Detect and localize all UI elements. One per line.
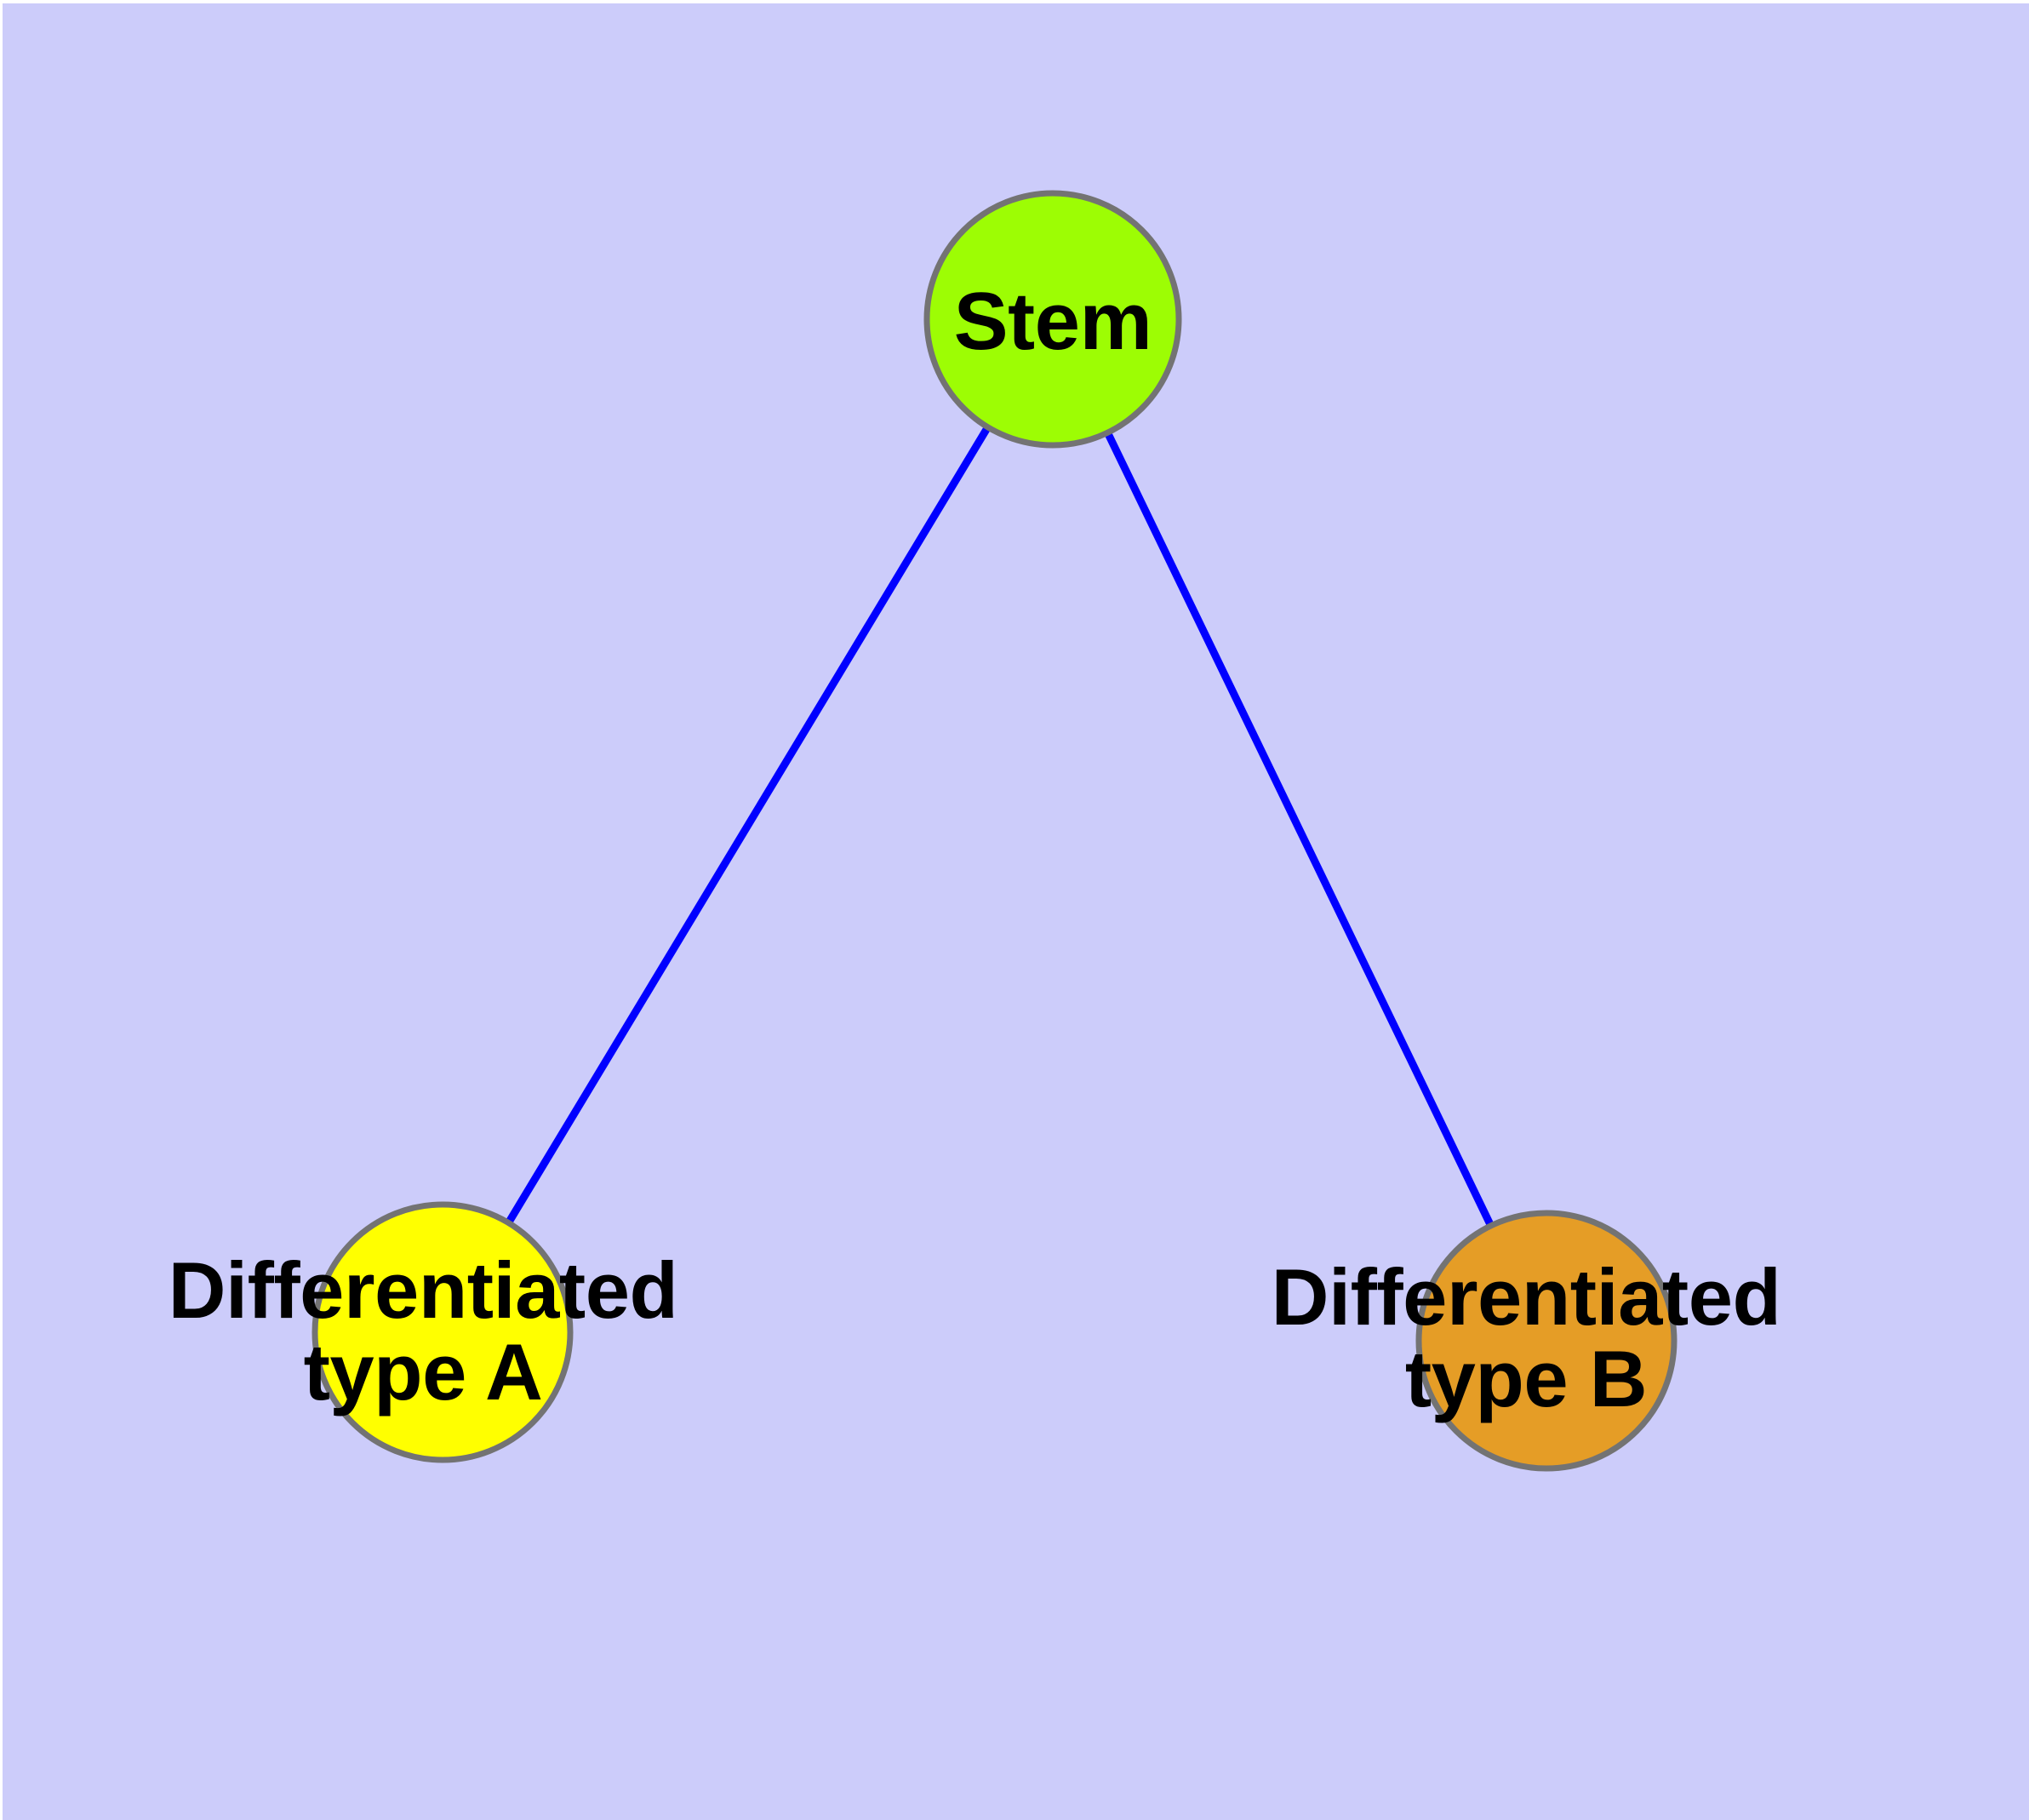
node-diff_b[interactable] [1415, 1210, 1677, 1472]
edge-stem-diff-a[interactable] [439, 317, 1056, 1335]
node-stem[interactable] [923, 190, 1182, 449]
nodes-group [311, 190, 1677, 1472]
node-diff_a[interactable] [311, 1201, 574, 1463]
edges-group [439, 317, 1551, 1342]
edge-stem-diff-b[interactable] [1049, 318, 1551, 1342]
